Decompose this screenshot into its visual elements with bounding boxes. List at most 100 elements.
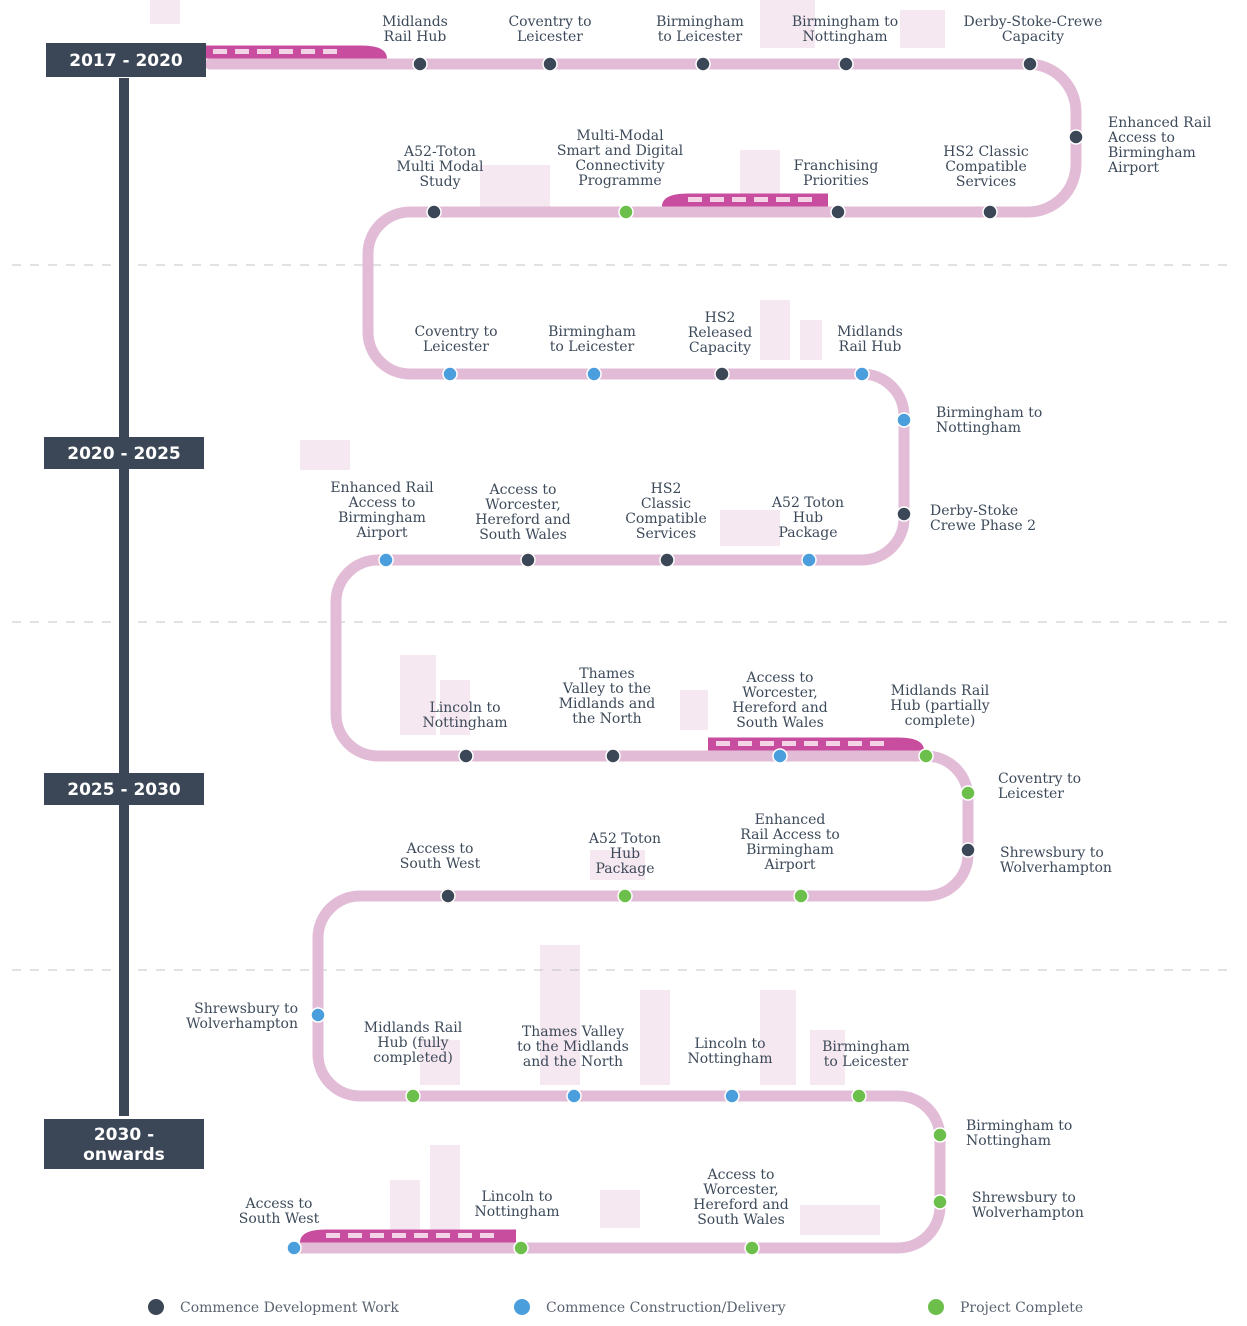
milestone-label: Smart and Digital — [557, 143, 684, 159]
milestone-dot-dev — [659, 552, 675, 568]
milestone-dot-dev — [695, 56, 711, 72]
era-label: 2030 -onwards — [44, 1119, 204, 1169]
skyline-building — [640, 990, 670, 1085]
milestone-label: Nottingham — [966, 1133, 1051, 1149]
milestone-label: Valley to the — [562, 681, 651, 697]
milestone-label: Multi-Modal — [576, 128, 664, 144]
milestone-label: Enhanced — [755, 812, 826, 828]
milestone-label: Thames Valley — [522, 1024, 624, 1040]
milestone-dot-dev — [542, 56, 558, 72]
milestone-label: South Wales — [697, 1212, 785, 1228]
milestone-label: A52-Toton — [403, 144, 476, 160]
milestone-label: Hereford and — [732, 700, 828, 716]
skyline-building — [590, 850, 645, 880]
milestone-label: Hereford and — [475, 512, 571, 528]
milestone-label: Airport — [356, 525, 408, 541]
skyline-building — [150, 0, 180, 24]
milestone-label: Nottingham — [687, 1051, 772, 1067]
milestone-dot-construct — [566, 1088, 582, 1104]
skyline-building — [540, 945, 580, 1085]
milestone-label: Capacity — [1002, 29, 1064, 45]
milestone-label: and the North — [523, 1054, 623, 1070]
milestone-label: South West — [400, 856, 481, 872]
milestone-label: to the Midlands — [517, 1039, 629, 1055]
milestone-label: the North — [572, 711, 641, 727]
skyline-building — [760, 300, 790, 360]
milestone-label: Coventry to — [998, 771, 1081, 787]
milestone-label: Rail Access to — [740, 827, 840, 843]
train-icon — [300, 1229, 516, 1243]
milestone-label: Derby-Stoke-Crewe — [964, 14, 1103, 30]
milestone-label: HS2 Classic — [943, 144, 1029, 160]
milestone-label: Midlands Rail — [364, 1020, 463, 1036]
milestone-label: Midlands and — [559, 696, 656, 712]
milestone-dot-complete — [960, 785, 976, 801]
train-icon — [205, 45, 387, 59]
milestone-label: Birmingham — [1108, 145, 1196, 161]
skyline-building — [720, 510, 780, 546]
milestone-dot-construct — [378, 552, 394, 568]
timeline-bar — [119, 78, 129, 1116]
milestone-label: Hub (fully — [377, 1035, 448, 1051]
milestone-label: Multi Modal — [397, 159, 484, 175]
milestone-label: Classic — [641, 496, 691, 512]
milestone-label: Birmingham — [656, 14, 744, 30]
milestone-label: Package — [595, 861, 654, 877]
milestone-dot-dev — [1068, 129, 1084, 145]
milestone-dot-complete — [617, 888, 633, 904]
milestone-label: to Leicester — [824, 1054, 909, 1070]
era-label-box — [44, 1119, 204, 1169]
milestone-label: Released — [688, 325, 752, 341]
skyline-building — [800, 1205, 880, 1235]
milestone-label: Services — [956, 174, 1016, 190]
milestone-label: South West — [239, 1211, 320, 1227]
milestone-label: to Leicester — [658, 29, 743, 45]
legend-dot — [514, 1299, 530, 1315]
milestone-label: Package — [778, 525, 837, 541]
milestone-label: Access to — [489, 482, 557, 498]
skyline-building — [390, 1180, 420, 1235]
milestone-dot-dev — [440, 888, 456, 904]
skyline-building — [800, 320, 822, 360]
milestone-label: Midlands Rail — [891, 683, 990, 699]
milestone-label: A52 Toton — [588, 831, 661, 847]
skyline-building — [440, 680, 470, 735]
milestone-label: Compatible — [945, 159, 1027, 175]
milestone-label: Franchising — [794, 158, 879, 174]
milestone-dot-construct — [801, 552, 817, 568]
legend-item-dev: Commence Development Work — [148, 1299, 399, 1316]
milestone-label: Enhanced Rail — [330, 480, 434, 496]
legend-label: Commence Construction/Delivery — [546, 1300, 786, 1316]
milestone-label: South Wales — [736, 715, 824, 731]
milestone-label: to Leicester — [550, 339, 635, 355]
milestone-label: Lincoln to — [481, 1189, 552, 1205]
skyline-building — [430, 1145, 460, 1235]
era-label-box — [46, 43, 206, 77]
milestone-label: Birmingham to — [792, 14, 898, 30]
milestone-label: Nottingham — [802, 29, 887, 45]
skyline-building — [760, 990, 796, 1085]
milestone-label: Midlands — [382, 14, 448, 30]
skyline-building — [300, 440, 350, 470]
milestone-label: Worcester, — [742, 685, 817, 701]
milestone-label: Thames — [579, 666, 634, 682]
